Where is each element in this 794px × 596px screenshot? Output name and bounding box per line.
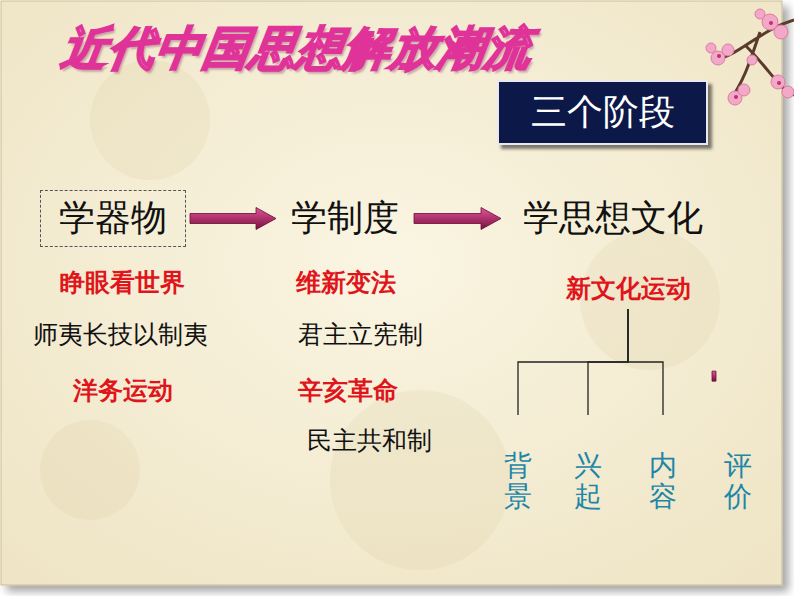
aspect-node: 评价 (720, 415, 756, 513)
event-label: 维新变法 (296, 268, 396, 298)
event-label: 辛亥革命 (298, 376, 398, 406)
paper (1, 1, 782, 585)
event-label: 睁眼看世界 (60, 268, 185, 298)
plum-blossom (706, 9, 794, 105)
system-label: 民主共和制 (307, 426, 432, 456)
paper-texture (40, 60, 720, 570)
vertical-label: 内容 (649, 451, 677, 513)
node-text: 新文化运动 (566, 272, 691, 305)
node-text: 学制度 (291, 194, 399, 243)
event-label: 洋务运动 (73, 376, 173, 406)
title-wordart: 近代中国思想解放潮流 (58, 18, 537, 80)
vertical-label: 评价 (724, 451, 752, 513)
stage-step: 学器物 (40, 190, 186, 247)
movement-node: 新文化运动 (548, 268, 708, 309)
system-label: 君主立宪制 (298, 320, 423, 350)
aspect-node: 兴起 (570, 415, 606, 513)
node-text: 学思想文化 (523, 194, 703, 243)
aspect-node: 背景 (500, 415, 536, 513)
stage-step: 学制度 (280, 190, 410, 247)
connector (588, 309, 628, 415)
node-text: 学器物 (59, 194, 167, 243)
vertical-label: 兴起 (574, 451, 602, 513)
node-text: 三个阶段 (531, 88, 675, 137)
aspect-node: 内容 (645, 415, 681, 513)
stage-step: 学思想文化 (505, 190, 720, 247)
connector (190, 208, 276, 230)
connector (628, 309, 663, 415)
system-label: 师夷长技以制夷 (33, 320, 208, 350)
connector (414, 208, 501, 230)
connector (712, 371, 716, 381)
stage-box: 三个阶段 (497, 80, 708, 145)
vertical-label: 背景 (504, 451, 532, 513)
connector (518, 309, 628, 415)
